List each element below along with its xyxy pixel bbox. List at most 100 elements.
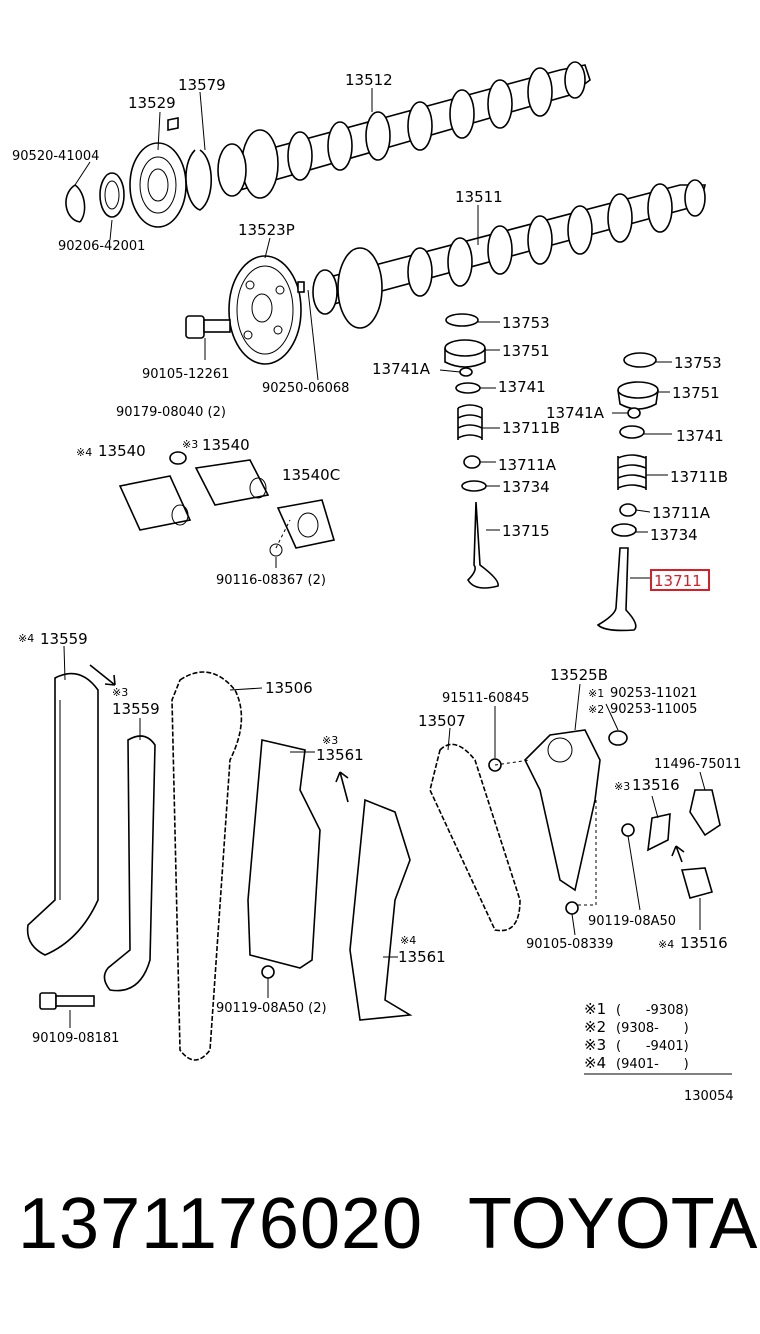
label-13529: 13529 bbox=[128, 94, 176, 112]
pin-90250 bbox=[297, 281, 305, 293]
highlight-box bbox=[650, 569, 710, 591]
label-13579: 13579 bbox=[178, 76, 226, 94]
label-90105-08339: 90105-08339 bbox=[526, 937, 613, 952]
marker-4-c: ※4 bbox=[400, 934, 416, 947]
label-13561-b: 13561 bbox=[398, 948, 446, 966]
label-13751-a: 13751 bbox=[502, 342, 550, 360]
sprocket-13523P bbox=[228, 255, 302, 365]
label-90250-06068: 90250-06068 bbox=[262, 381, 349, 396]
label-13525B: 13525B bbox=[550, 666, 608, 684]
marker-4-d: ※4 bbox=[658, 938, 674, 951]
label-90520-41004: 90520-41004 bbox=[12, 149, 99, 164]
diagram-reference-code: 130054 bbox=[684, 1089, 734, 1104]
marker-1: ※1 bbox=[588, 687, 604, 700]
marker-3-b: ※3 bbox=[112, 686, 128, 699]
marker-3-c: ※3 bbox=[322, 734, 338, 747]
label-13741A-b: 13741A bbox=[546, 404, 605, 422]
marker-4-b: ※4 bbox=[18, 632, 34, 645]
bolt-90119-a bbox=[621, 823, 635, 837]
tensioner-13540-a bbox=[118, 475, 192, 531]
label-13561-a: 13561 bbox=[316, 746, 364, 764]
label-91511-60845: 91511-60845 bbox=[442, 691, 529, 706]
dashed-guide-a bbox=[275, 519, 291, 549]
legend: ※1 ( -9308) ※2 (9308- ) ※3 ( -9401) ※4 (… bbox=[584, 1000, 732, 1075]
label-13734-b: 13734 bbox=[650, 526, 698, 544]
legend-mark-2: ※2 bbox=[584, 1018, 606, 1036]
guide-13561-a bbox=[247, 739, 321, 969]
guide-13559-b bbox=[103, 735, 156, 992]
marker-3-d: ※3 bbox=[614, 780, 630, 793]
bolt-90119-b bbox=[261, 965, 275, 979]
legend-text-4: (9401- ) bbox=[616, 1057, 689, 1072]
label-90179-08040: 90179-08040 (2) bbox=[116, 405, 226, 420]
camshaft-13512 bbox=[217, 61, 591, 199]
label-13715: 13715 bbox=[502, 522, 550, 540]
legend-mark-3: ※3 bbox=[584, 1036, 606, 1054]
legend-text-3: ( -9401) bbox=[616, 1039, 689, 1054]
chain-13506 bbox=[171, 671, 243, 1061]
label-13511: 13511 bbox=[455, 188, 503, 206]
legend-mark-1: ※1 bbox=[584, 1000, 606, 1018]
label-13540-a: 13540 bbox=[98, 442, 146, 460]
dashed-guide-c bbox=[578, 800, 597, 906]
label-13741A-a: 13741A bbox=[372, 360, 431, 378]
bolt-90109 bbox=[39, 992, 95, 1010]
valve-stack-b bbox=[596, 352, 659, 632]
label-13559-b: 13559 bbox=[112, 700, 160, 718]
label-13711B-a: 13711B bbox=[502, 419, 560, 437]
seal-90206 bbox=[99, 172, 125, 218]
bolt-90105-12261 bbox=[185, 315, 231, 339]
label-90253-11021: 90253-11021 bbox=[610, 686, 697, 701]
label-13523P: 13523P bbox=[238, 221, 295, 239]
chain-13507 bbox=[429, 743, 521, 932]
label-13506: 13506 bbox=[265, 679, 313, 697]
label-13711A-a: 13711A bbox=[498, 456, 557, 474]
label-13512: 13512 bbox=[345, 71, 393, 89]
footer-brand: TOYOTA bbox=[468, 1184, 758, 1264]
legend-mark-4: ※4 bbox=[584, 1054, 606, 1072]
tensioner-arm-13525B bbox=[524, 729, 601, 892]
label-13734-a: 13734 bbox=[502, 478, 550, 496]
bolt-90105-08339 bbox=[565, 901, 579, 915]
label-13751-b: 13751 bbox=[672, 384, 720, 402]
label-90253-11005: 90253-11005 bbox=[610, 702, 697, 717]
label-13753-b: 13753 bbox=[674, 354, 722, 372]
label-11496-75011: 11496-75011 bbox=[654, 757, 741, 772]
label-13540C: 13540C bbox=[282, 466, 340, 484]
label-13711B-b: 13711B bbox=[670, 468, 728, 486]
ring-90520 bbox=[65, 184, 86, 223]
label-90109-08181: 90109-08181 bbox=[32, 1031, 119, 1046]
snap-ring-13579 bbox=[185, 149, 212, 211]
label-13559-a: 13559 bbox=[40, 630, 88, 648]
marker-3-a: ※3 bbox=[182, 438, 198, 451]
plate-11496 bbox=[689, 789, 721, 837]
label-13507: 13507 bbox=[418, 712, 466, 730]
pin bbox=[167, 117, 179, 131]
label-13741-a: 13741 bbox=[498, 378, 546, 396]
tensioner-13540-b bbox=[194, 459, 270, 506]
footer-part-number: 1371176020 bbox=[18, 1184, 424, 1264]
label-13753-a: 13753 bbox=[502, 314, 550, 332]
label-13711-highlighted: 13711 bbox=[654, 572, 702, 590]
arrow-a bbox=[89, 664, 116, 686]
label-13711A-b: 13711A bbox=[652, 504, 711, 522]
guide-13561-b bbox=[349, 798, 413, 1021]
marker-2: ※2 bbox=[588, 703, 604, 716]
bracket-13516-b bbox=[680, 867, 713, 899]
arrow-b bbox=[335, 771, 349, 803]
camshaft-13511 bbox=[312, 179, 707, 329]
bracket-13516-a bbox=[647, 812, 671, 852]
legend-text-1: ( -9308) bbox=[616, 1003, 689, 1018]
bolt-90179 bbox=[169, 451, 187, 465]
gear-13529 bbox=[129, 142, 187, 228]
marker-4-a: ※4 bbox=[76, 446, 92, 459]
label-90206-42001: 90206-42001 bbox=[58, 239, 145, 254]
arrow-c bbox=[671, 845, 685, 863]
bolt-90116 bbox=[269, 543, 283, 557]
valve-stack-a bbox=[444, 313, 499, 589]
washer-90253 bbox=[608, 730, 628, 746]
label-90105-12261: 90105-12261 bbox=[142, 367, 229, 382]
leader-lines bbox=[63, 88, 706, 1028]
parts-diagram: 13512 13579 13529 90520-41004 90206-4200… bbox=[12, 61, 741, 1104]
label-90116-08367: 90116-08367 (2) bbox=[216, 573, 326, 588]
